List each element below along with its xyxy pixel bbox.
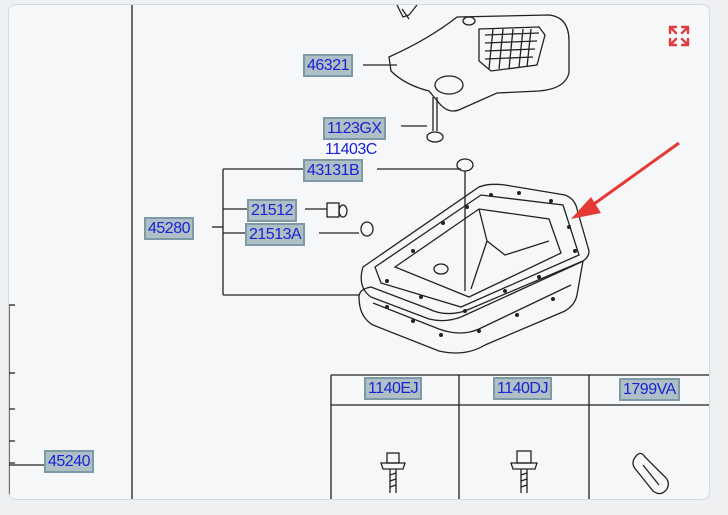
part-callout-1799va[interactable]: 1799VA [619, 378, 680, 401]
part-callout-43131b[interactable]: 43131B [303, 159, 364, 182]
parts-diagram-viewer: 46321 1123GX 11403C 43131B 45280 21512 2… [8, 4, 710, 500]
part-callout-1140dj[interactable]: 1140DJ [493, 377, 552, 400]
expand-icon[interactable] [667, 24, 691, 48]
part-callout-21513a[interactable]: 21513A [245, 223, 306, 246]
part-callout-46321[interactable]: 46321 [303, 54, 353, 77]
annotation-arrow [571, 141, 680, 219]
part-callout-21512[interactable]: 21512 [247, 199, 297, 222]
part-callout-1123gx[interactable]: 1123GX [323, 117, 386, 140]
exploded-parts-diagram [9, 5, 709, 499]
part-label-11403c: 11403C [325, 141, 377, 158]
part-callout-45280[interactable]: 45280 [144, 217, 194, 240]
part-callout-45240[interactable]: 45240 [44, 450, 94, 473]
part-callout-1140ej[interactable]: 1140EJ [364, 377, 423, 400]
